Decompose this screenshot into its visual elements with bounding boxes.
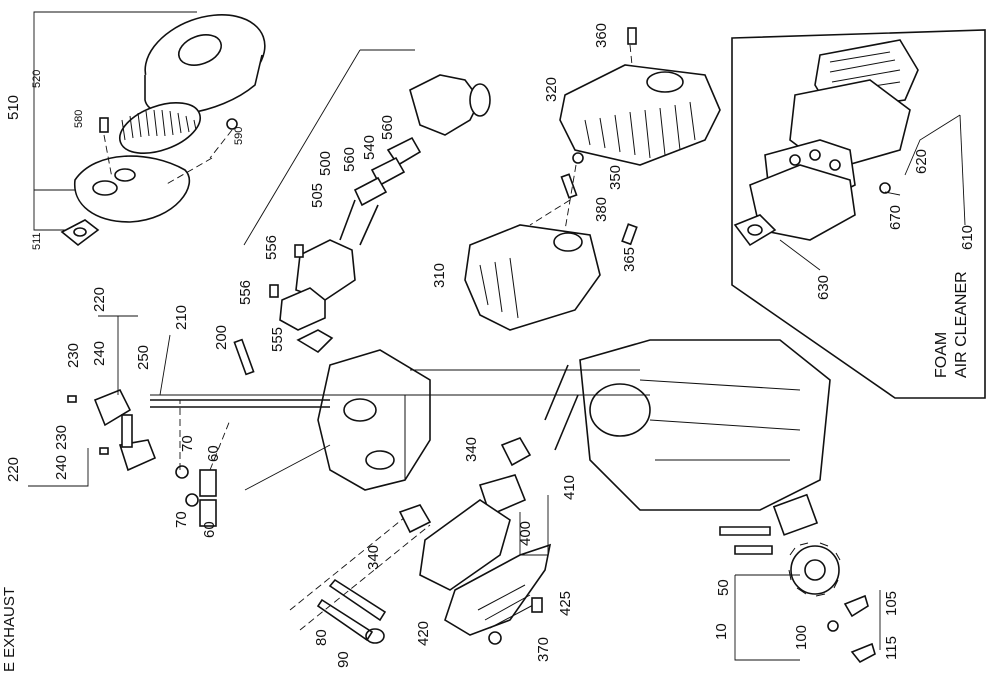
callout-556a: 556 bbox=[263, 235, 280, 260]
panel-title-line1: FOAM bbox=[933, 332, 950, 378]
air-cleaner-assembly bbox=[33, 11, 266, 247]
callout-590: 590 bbox=[233, 127, 245, 145]
callout-70a: 70 bbox=[179, 435, 196, 452]
callout-425: 425 bbox=[557, 591, 574, 616]
callout-370: 370 bbox=[535, 637, 552, 662]
crankcase-assembly bbox=[579, 339, 881, 664]
callout-250: 250 bbox=[135, 345, 152, 370]
callout-60a: 60 bbox=[205, 445, 222, 462]
callout-220a: 220 bbox=[91, 287, 108, 312]
callout-230b: 230 bbox=[53, 425, 70, 450]
callout-10: 10 bbox=[713, 623, 730, 640]
callout-60b: 60 bbox=[201, 521, 218, 538]
callout-365: 365 bbox=[621, 247, 638, 272]
callout-400: 400 bbox=[517, 521, 534, 546]
callout-200: 200 bbox=[213, 325, 230, 350]
callout-520: 520 bbox=[31, 70, 43, 88]
callout-240b: 240 bbox=[53, 455, 70, 480]
callout-510: 510 bbox=[5, 95, 22, 120]
exhaust-pipe-assembly bbox=[398, 364, 579, 645]
header-clipped-text: E EXHAUST bbox=[1, 587, 18, 672]
callout-555: 555 bbox=[269, 327, 286, 352]
callout-380: 380 bbox=[593, 197, 610, 222]
cylinder-head-assembly bbox=[28, 315, 431, 644]
intake-assembly bbox=[243, 49, 491, 354]
callout-560b: 560 bbox=[379, 115, 396, 140]
callout-70b: 70 bbox=[173, 511, 190, 528]
callout-labels: 510 520 580 590 511 220 240 230 250 210 … bbox=[5, 23, 976, 668]
callout-350: 350 bbox=[607, 165, 624, 190]
callout-560a: 560 bbox=[341, 147, 358, 172]
callout-80: 80 bbox=[313, 629, 330, 646]
callout-580: 580 bbox=[73, 110, 85, 128]
callout-340b: 340 bbox=[365, 545, 382, 570]
foam-air-cleaner-panel bbox=[731, 29, 986, 399]
assembly-guide-lines bbox=[150, 369, 650, 480]
callout-340a: 340 bbox=[463, 437, 480, 462]
callout-556b: 556 bbox=[237, 280, 254, 305]
callout-610: 610 bbox=[959, 225, 976, 250]
callout-50: 50 bbox=[715, 579, 732, 596]
panel-title-line2: AIR CLEANER bbox=[953, 271, 970, 378]
callout-511: 511 bbox=[31, 232, 43, 250]
muffler-assembly bbox=[464, 27, 721, 331]
callout-505: 505 bbox=[309, 183, 326, 208]
callout-500: 500 bbox=[317, 151, 334, 176]
callout-100: 100 bbox=[793, 625, 810, 650]
callout-360: 360 bbox=[593, 23, 610, 48]
callout-420: 420 bbox=[415, 621, 432, 646]
callout-220b: 220 bbox=[5, 457, 22, 482]
callout-115: 115 bbox=[883, 636, 900, 660]
callout-310: 310 bbox=[431, 263, 448, 288]
callout-620: 620 bbox=[913, 149, 930, 174]
callout-670: 670 bbox=[887, 205, 904, 230]
callout-410: 410 bbox=[561, 475, 578, 500]
callout-320: 320 bbox=[543, 77, 560, 102]
callout-240a: 240 bbox=[91, 341, 108, 366]
callout-90: 90 bbox=[335, 651, 352, 668]
callout-105: 105 bbox=[883, 591, 900, 616]
callout-630: 630 bbox=[815, 275, 832, 300]
callout-540: 540 bbox=[361, 135, 378, 160]
callout-230a: 230 bbox=[65, 343, 82, 368]
callout-210: 210 bbox=[173, 305, 190, 330]
